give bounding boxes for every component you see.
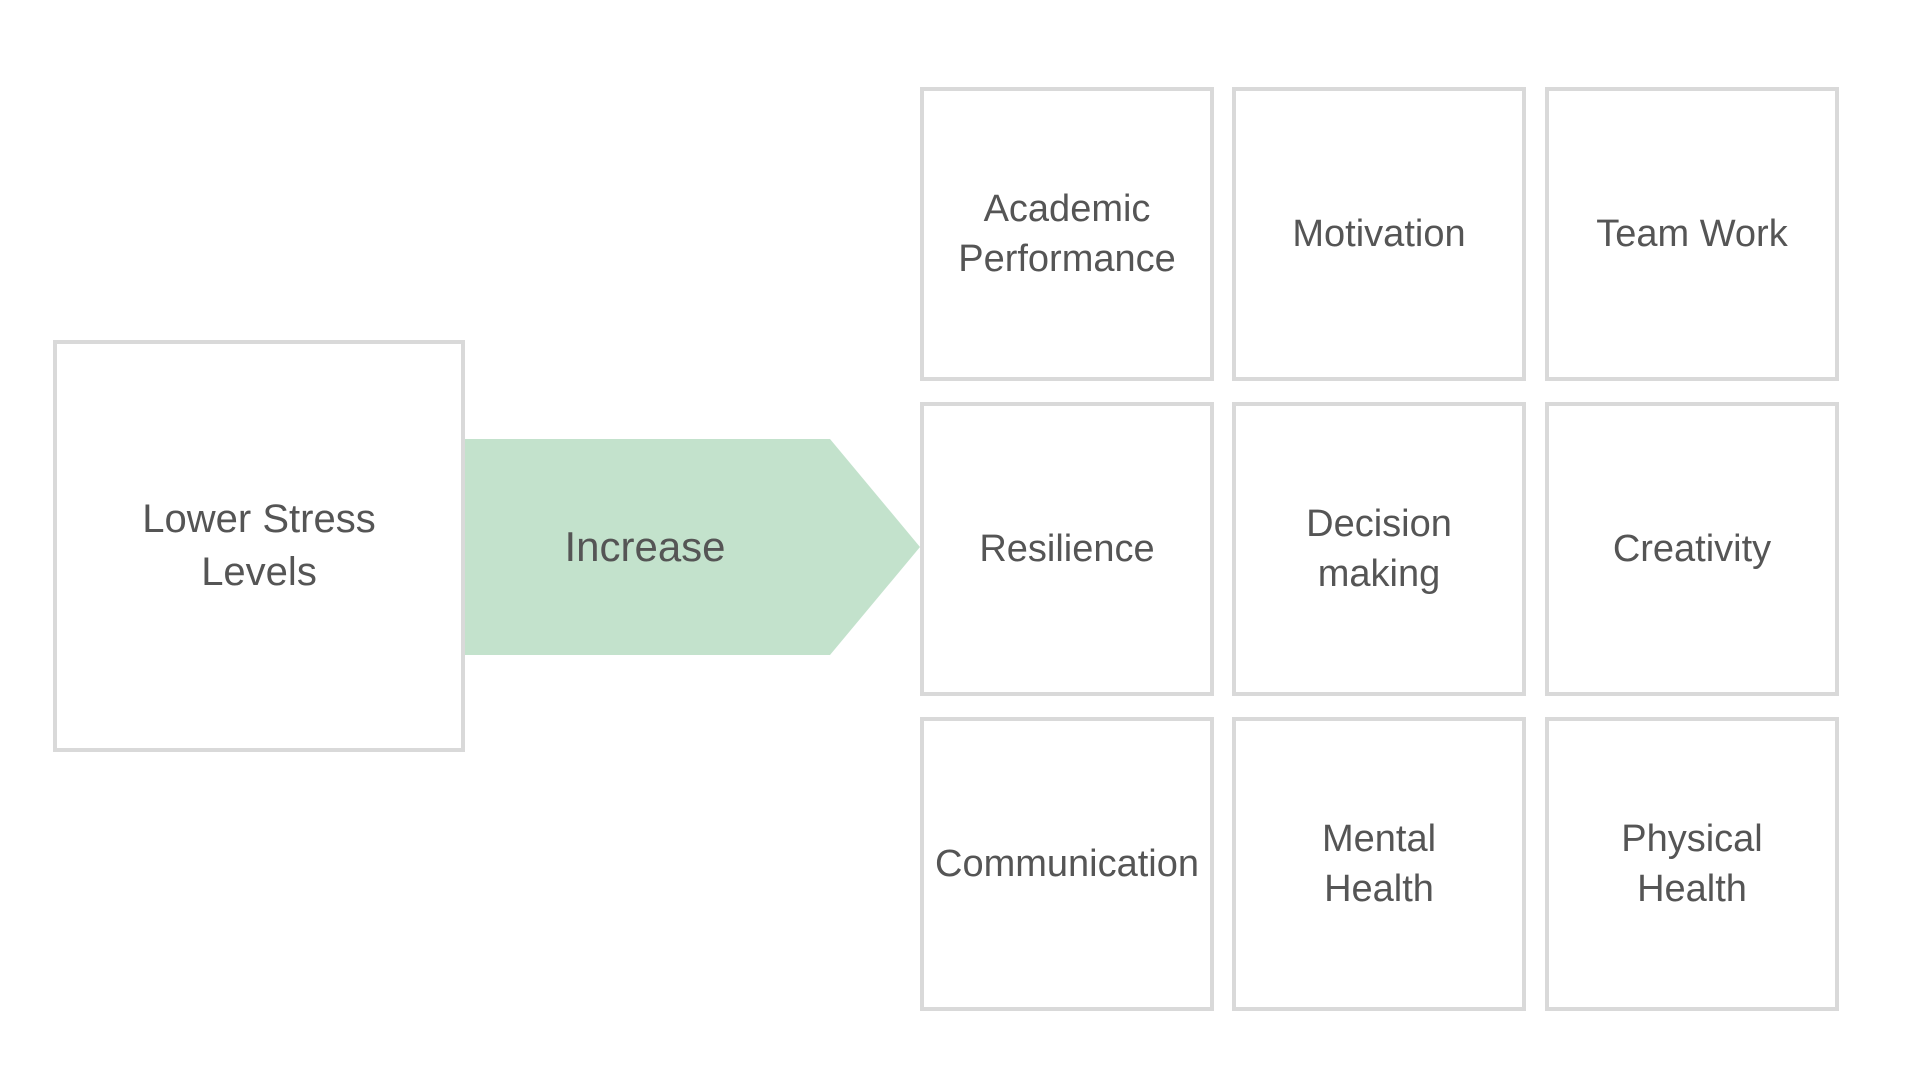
- outcome-label: Academic Performance: [958, 187, 1176, 280]
- outcome-label: Physical Health: [1621, 817, 1763, 910]
- outcome-label: Decision making: [1306, 502, 1452, 595]
- outcome-label: Motivation: [1292, 212, 1466, 255]
- outcome-academic-performance: Academic Performance: [920, 87, 1214, 381]
- outcome-label: Resilience: [979, 527, 1155, 570]
- outcome-mental-health: Mental Health: [1232, 717, 1526, 1011]
- source-label: Lower Stress Levels: [142, 497, 376, 594]
- outcome-communication: Communication: [920, 717, 1214, 1011]
- increase-arrow: [465, 439, 920, 655]
- source-box: Lower Stress Levels: [53, 340, 465, 752]
- outcome-motivation: Motivation: [1232, 87, 1526, 381]
- outcome-physical-health: Physical Health: [1545, 717, 1839, 1011]
- arrow-label: Increase: [564, 523, 726, 570]
- outcome-label: Team Work: [1596, 212, 1788, 255]
- outcome-label: Creativity: [1612, 527, 1772, 570]
- outcome-label: Communication: [935, 842, 1199, 885]
- outcome-decision-making: Decision making: [1232, 402, 1526, 696]
- outcome-label: Mental Health: [1321, 817, 1437, 910]
- outcome-team-work: Team Work: [1545, 87, 1839, 381]
- arrow-shape: [465, 439, 920, 655]
- outcome-creativity: Creativity: [1545, 402, 1839, 696]
- outcome-resilience: Resilience: [920, 402, 1214, 696]
